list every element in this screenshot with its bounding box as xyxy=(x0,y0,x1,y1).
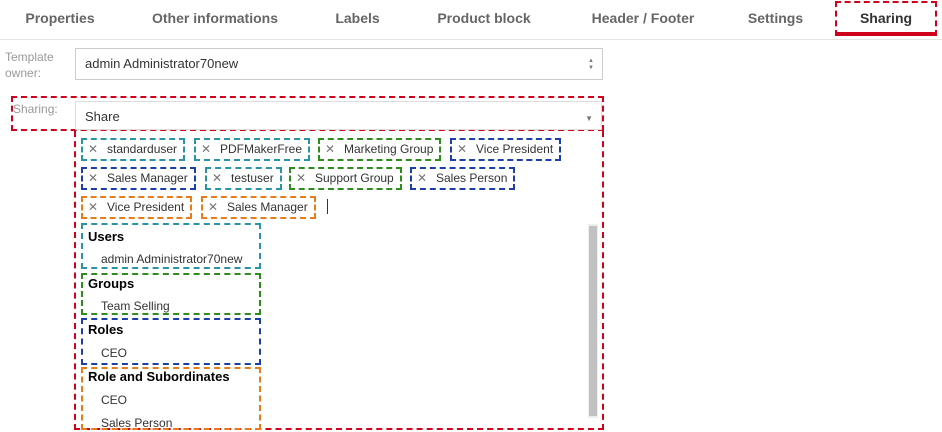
option-item[interactable]: CEO xyxy=(101,346,128,360)
option-item[interactable]: Team Selling xyxy=(101,299,170,313)
template-owner-label: Template owner: xyxy=(5,50,54,80)
sharing-dropdown xyxy=(74,131,604,430)
tab-product-block[interactable]: Product block xyxy=(437,10,531,26)
tab-other-informations[interactable]: Other informations xyxy=(151,10,278,26)
remove-icon[interactable]: ✕ xyxy=(208,200,219,214)
remove-icon[interactable]: ✕ xyxy=(88,200,99,214)
search-text-cursor[interactable] xyxy=(327,199,328,214)
option-group-title: Groups xyxy=(88,276,135,291)
remove-icon[interactable]: ✕ xyxy=(457,142,468,156)
tab-bar: Properties Other informations Labels Pro… xyxy=(0,0,942,40)
tag-pdfmakerfree: ✕ PDFMakerFree xyxy=(194,138,311,161)
dropdown-scrollbar-thumb[interactable] xyxy=(589,226,597,416)
tag-vice-president-subordinates: ✕ Vice President xyxy=(81,196,193,219)
remove-icon[interactable]: ✕ xyxy=(325,142,336,156)
option-group-title: Role and Subordinates xyxy=(88,369,230,384)
sharing-value: Share xyxy=(85,109,120,124)
tab-properties[interactable]: Properties xyxy=(25,10,95,26)
tag-testuser: ✕ testuser xyxy=(205,167,282,190)
tab-settings[interactable]: Settings xyxy=(747,10,804,26)
tag-sales-manager-subordinates: ✕ Sales Manager xyxy=(201,196,316,219)
remove-icon[interactable]: ✕ xyxy=(88,171,99,185)
tag-vice-president-role: ✕ Vice President xyxy=(450,138,562,161)
tab-labels[interactable]: Labels xyxy=(335,10,380,26)
option-group-role-and-subordinates: Role and Subordinates CEO Sales Person xyxy=(81,367,261,430)
tab-header-footer[interactable]: Header / Footer xyxy=(591,10,695,26)
option-group-groups: Groups Team Selling xyxy=(81,273,261,315)
chevron-down-icon: ▼ xyxy=(585,114,593,123)
option-group-users: Users admin Administrator70new xyxy=(81,223,261,269)
option-group-title: Users xyxy=(88,229,125,244)
template-owner-select[interactable]: admin Administrator70new ▲▼ xyxy=(75,48,603,80)
remove-icon[interactable]: ✕ xyxy=(417,171,428,185)
sharing-highlight xyxy=(11,96,604,131)
option-item[interactable]: CEO xyxy=(101,393,128,407)
tag-support-group: ✕ Support Group xyxy=(289,167,402,190)
remove-icon[interactable]: ✕ xyxy=(201,142,212,156)
option-item[interactable]: admin Administrator70new xyxy=(101,252,243,266)
tag-standarduser: ✕ standarduser xyxy=(81,138,186,161)
remove-icon[interactable]: ✕ xyxy=(296,171,307,185)
sharing-label: Sharing: xyxy=(13,102,58,116)
option-group-title: Roles xyxy=(88,322,124,337)
option-item[interactable]: Sales Person xyxy=(101,416,173,430)
remove-icon[interactable]: ✕ xyxy=(212,171,223,185)
template-owner-value: admin Administrator70new xyxy=(85,56,239,71)
chevron-down-icon: ▲▼ xyxy=(588,58,594,71)
tag-sales-person-role: ✕ Sales Person xyxy=(410,167,516,190)
tab-sharing[interactable]: Sharing xyxy=(835,1,937,36)
option-group-roles: Roles CEO xyxy=(81,318,261,365)
sharing-select[interactable]: Share ▼ xyxy=(75,101,602,130)
remove-icon[interactable]: ✕ xyxy=(88,142,99,156)
tag-sales-manager-role: ✕ Sales Manager xyxy=(81,167,196,190)
tag-marketing-group: ✕ Marketing Group xyxy=(318,138,442,161)
